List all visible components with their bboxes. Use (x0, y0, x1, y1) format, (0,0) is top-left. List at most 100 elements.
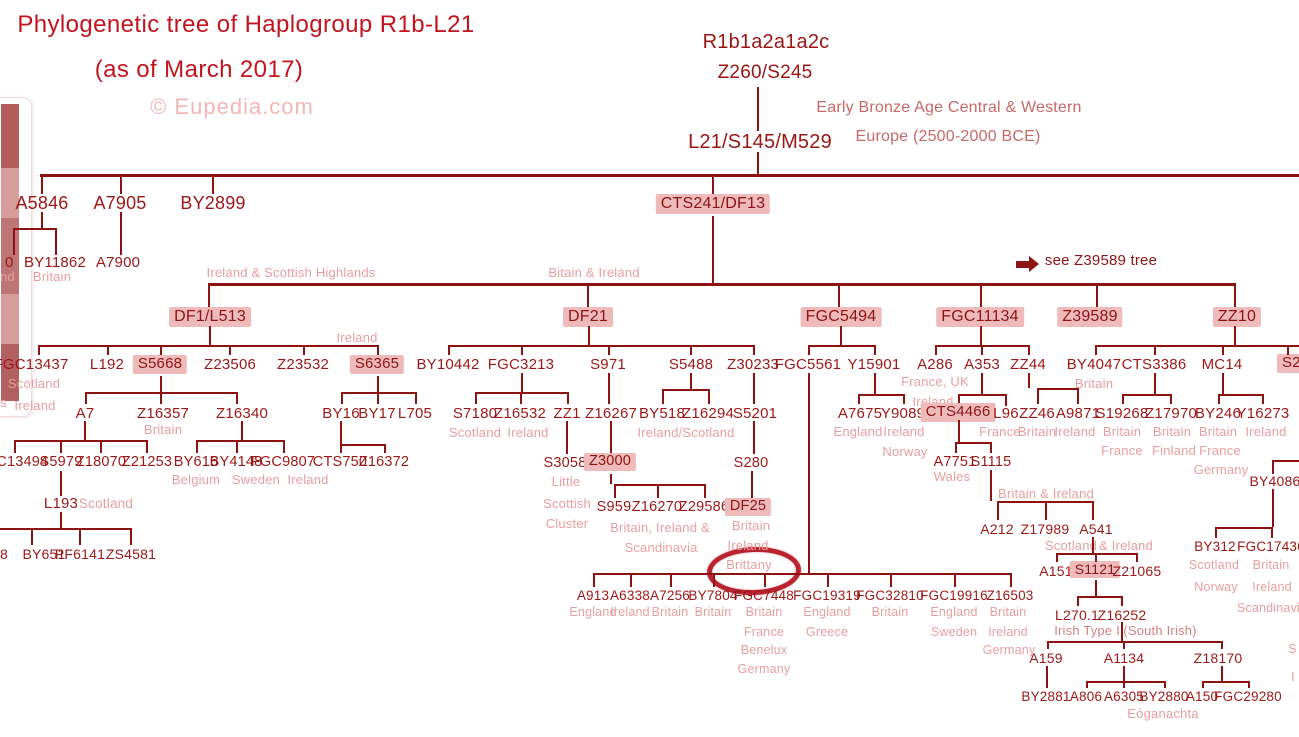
tree-connector (1202, 681, 1250, 683)
tree-connector (1037, 388, 1079, 390)
tree-connector (160, 345, 162, 355)
tree-connector (712, 216, 714, 283)
tree-connector (60, 471, 62, 496)
note-europe-2500-2000-bce: Europe (2500-2000 BCE) (855, 128, 1041, 145)
place-britain: Britain (651, 605, 689, 619)
node-by4148: BY4148 (209, 454, 263, 470)
tree-connector (1095, 580, 1097, 596)
tree-connector (1164, 681, 1166, 688)
tree-connector (13, 228, 15, 255)
node-l192: L192 (89, 356, 125, 373)
tree-connector (753, 373, 755, 404)
tree-connector (160, 376, 162, 392)
node-fgc13437: FGC13437 (0, 356, 69, 373)
node-pf6141: PF6141 (54, 546, 106, 562)
node-s1115: S1115 (970, 454, 1012, 470)
node-hl-cts4466: CTS4466 (920, 403, 996, 422)
place-ireland-scottish-highlands: Ireland & Scottish Highlands (206, 265, 376, 280)
tree-connector (704, 484, 706, 498)
tree-connector (610, 474, 612, 484)
tree-connector (1056, 553, 1138, 555)
place-britain: Britain (1102, 424, 1142, 439)
node-by2899: BY2899 (180, 193, 246, 213)
node-fgc32810: FGC32810 (856, 588, 924, 603)
node-hl-fgc11134: FGC11134 (936, 307, 1024, 327)
node-hl-z39589: Z39589 (1057, 307, 1123, 327)
place-finland: Finland (1151, 443, 1197, 458)
tree-connector (1218, 394, 1220, 404)
place-france-uk: France, UK (901, 374, 969, 389)
node-l21-s145-m529: L21/S145/M529 (688, 131, 832, 153)
tree-connector (1010, 573, 1012, 587)
tree-connector (757, 152, 759, 176)
place-ireland: Ireland (610, 605, 650, 619)
node-by4086: BY4086 (1249, 473, 1299, 489)
node-a286: A286 (917, 356, 953, 373)
tree-connector (196, 440, 198, 453)
page-title: Phylogenetic tree of Haplogroup R1b-L21 (17, 11, 475, 38)
legend-swatch-3 (1, 294, 19, 344)
place-ireland: Ireland (883, 424, 925, 439)
node-by246: BY246 (1194, 405, 1242, 422)
place-scottish: Scottish (543, 496, 591, 511)
place-ireland: Ireland (1252, 580, 1292, 594)
tree-connector (567, 392, 569, 404)
node-s5979: S5979 (39, 454, 83, 470)
place-ireland: Ireland (727, 538, 769, 553)
node-s971: S971 (590, 356, 626, 373)
node-fgc9807: FGC9807 (250, 454, 316, 470)
tree-connector (662, 389, 664, 404)
tree-connector (890, 573, 892, 587)
place-england: England (803, 605, 851, 619)
tree-connector (1202, 681, 1204, 688)
place-britain: Britain (731, 518, 771, 533)
tree-connector (1221, 641, 1223, 649)
tree-connector (903, 394, 905, 404)
node-z16532: Z16532 (493, 405, 547, 422)
tree-connector (840, 326, 842, 345)
node-z16503: Z16503 (986, 588, 1034, 603)
node-fgc29280: FGC29280 (1214, 689, 1282, 704)
place-cluster: Cluster (545, 516, 589, 531)
tree-connector (521, 345, 523, 355)
place-france: France (743, 625, 785, 639)
node-s19268: S19268 (1095, 405, 1149, 422)
tree-connector (1272, 460, 1299, 462)
legend-swatch-1 (1, 168, 19, 218)
tree-connector (448, 345, 450, 355)
place-brittany: Brittany (726, 557, 772, 572)
node-z16270: Z16270 (631, 499, 683, 515)
tree-connector (1287, 345, 1289, 355)
place-britain: Britain (989, 605, 1027, 619)
tree-connector (1005, 394, 1007, 406)
node-hl-df21: DF21 (563, 307, 613, 327)
node-r1b1a2a1a2c: R1b1a2a1a2c (702, 31, 830, 53)
tree-connector (340, 444, 386, 446)
place-germany: Germany (737, 662, 791, 676)
tree-connector (60, 440, 62, 453)
node-z23532: Z23532 (276, 356, 330, 373)
place-ireland: Ireland (1245, 424, 1287, 439)
tree-connector (753, 421, 755, 454)
node-z18170: Z18170 (1193, 650, 1243, 666)
place-britain: Britain (871, 605, 909, 619)
node-by2881: BY2881 (1021, 689, 1071, 704)
tree-connector (690, 345, 692, 355)
tree-connector (1170, 394, 1172, 404)
tree-connector (38, 345, 379, 347)
tree-connector (1122, 394, 1172, 396)
tree-connector (1123, 641, 1125, 649)
tree-connector (980, 326, 982, 345)
tree-connector (588, 326, 590, 345)
place-ireland: Ireland (336, 330, 378, 345)
tree-connector (212, 177, 214, 194)
node-a7751: A7751 (933, 454, 977, 470)
tree-connector (958, 420, 960, 442)
tree-connector (808, 345, 876, 347)
tree-connector (1215, 527, 1217, 538)
node-z18070: Z18070 (75, 454, 127, 470)
tree-connector (608, 373, 610, 404)
place-britain: Britain (1152, 424, 1192, 439)
tree-connector (757, 87, 759, 131)
tree-connector (1218, 394, 1264, 396)
